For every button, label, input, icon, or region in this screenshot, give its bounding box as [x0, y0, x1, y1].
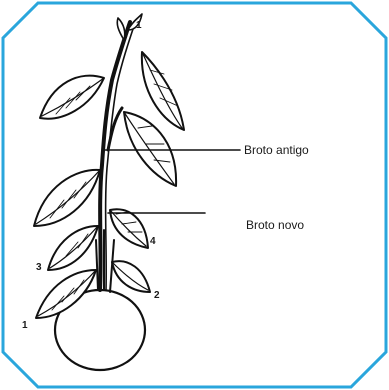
label-old-shoot: Broto antigo — [244, 143, 309, 157]
leaf-number-1: 1 — [22, 320, 28, 331]
leaf-number-2: 2 — [154, 290, 160, 301]
label-new-shoot: Broto novo — [246, 218, 304, 232]
leaf-number-top: 1 — [136, 20, 142, 31]
leaf-number-3: 3 — [36, 262, 42, 273]
leaf-number-4: 4 — [150, 236, 156, 247]
